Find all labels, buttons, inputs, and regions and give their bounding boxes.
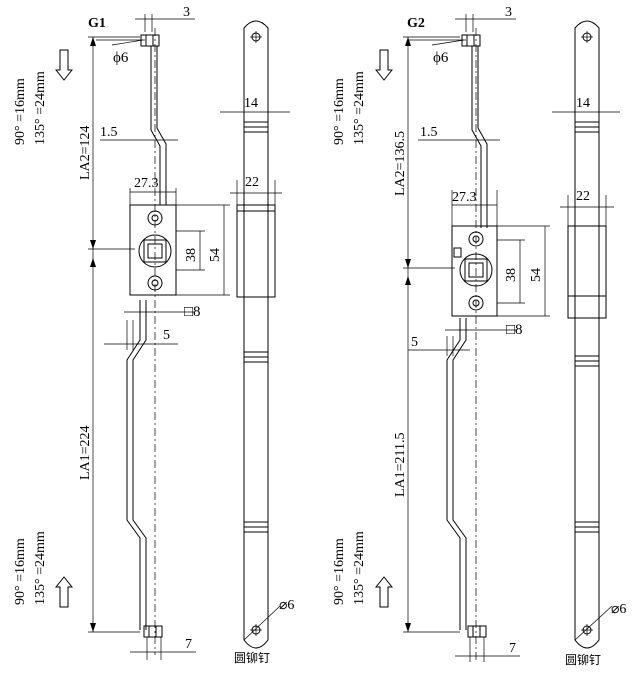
g2-dim-38-label: 38 [504,268,519,282]
g2-dim-offset: 1.5 [418,125,500,141]
g1-arrow-down-icon [54,49,74,81]
g2-dim-la1: LA1=211.5 [393,268,460,633]
g2-side-14-label: 14 [576,96,590,111]
g1-dim-bottom-label: 7 [185,637,192,652]
g1-angle-top-1: 90° =16mm [13,78,28,145]
g2-dim-width-label: 27.3 [452,190,477,205]
g1-side-view: 14 22 ⌀6 圆铆钉 [220,20,294,665]
g1-dim-la1-label: LA1=224 [78,425,93,480]
g1-angle-top-2: 135° =24mm [33,71,48,145]
g1-top-stud: ϕ6 [96,34,160,66]
variant-g1: G1 3 ϕ6 90° =16mm 135° =24mm [13,5,294,665]
g2-side-view: 14 22 ⌀6 圆铆钉 [552,20,626,667]
g2-dim-square: □8 5 [408,322,523,356]
g2-arrow-down-icon [374,49,394,81]
g2-dim-5-label: 5 [411,335,418,350]
g1-dim-square: □8 5 [104,304,201,350]
g1-dim-hole-label: ϕ6 [113,50,129,66]
g1-dim-width-label: 27.3 [134,176,159,191]
g2-dim-hole-label: ϕ6 [433,50,449,66]
g2-dim-offset-label: 1.5 [420,125,438,140]
g1-angle-bot-2: 135° =24mm [33,531,48,605]
g2-dim-54-label: 54 [529,268,544,282]
g2-dim-bottom-label: 7 [509,641,516,656]
g2-bottom-stud: 7 [455,625,520,662]
g2-title: G2 [407,16,425,31]
g2-rod [446,28,488,660]
g1-title: G1 [88,16,106,31]
g1-angle-bot-1: 90° =16mm [13,538,28,605]
g2-side-22-label: 22 [576,189,590,204]
g2-arrow-up-icon [374,576,394,608]
g2-angle-bottom: 90° =16mm 135° =24mm [332,531,394,608]
variant-g2: G2 3 ϕ6 90° =16mm 135° =24mm [332,5,626,667]
g2-angle-top-1: 90° =16mm [332,78,347,145]
g1-dim-offset-label: 1.5 [100,125,118,140]
g2-angle-bot-1: 90° =16mm [332,538,347,605]
g2-top-stud: ϕ6 [408,34,481,66]
g2-dim-la2-label: LA2=136.5 [393,131,408,196]
g1-dim-offset: 1.5 [100,125,178,141]
g1-dim-la1: LA1=224 [78,250,140,633]
g1-arrow-up-icon [54,576,74,608]
g1-side-hole-label: ⌀6 [279,598,294,613]
g2-dim-top-label: 3 [505,5,512,20]
g2-dim-width: 27.3 [451,190,498,226]
g1-dim-top-label: 3 [183,5,190,20]
g2-dim-square-label: □8 [506,322,523,338]
g1-dim-square-label: □8 [184,304,201,320]
g2-lock-body [451,225,498,317]
g1-lock-body [129,204,177,296]
g2-angle-top-2: 135° =24mm [352,71,367,145]
g2-angle-bot-2: 135° =24mm [352,531,367,605]
g1-angle-top: 90° =16mm 135° =24mm [13,49,74,145]
g1-dim-38-label: 38 [184,248,199,262]
g1-dim-la2: LA2=124 [78,36,140,250]
g1-rod [126,28,167,655]
g1-bottom-stud: 7 [130,625,196,660]
g1-side-22-label: 22 [245,175,259,190]
g1-dim-la2-label: LA2=124 [78,125,93,180]
g1-rivet-label: 圆铆钉 [234,650,270,665]
g2-dim-la1-label: LA1=211.5 [393,432,408,497]
g1-dim-54-label: 54 [208,248,223,262]
g1-side-14-label: 14 [244,96,258,111]
g2-dim-la2: LA2=136.5 [393,36,460,269]
g2-angle-top: 90° =16mm 135° =24mm [332,49,394,145]
g1-dim-height: 38 54 [176,204,230,296]
g2-side-hole-label: ⌀6 [611,602,626,617]
g2-rivet-label: 圆铆钉 [565,652,601,667]
g1-dim-top: 3 [135,5,195,32]
g2-dim-top: 3 [455,5,516,32]
g2-dim-height: 38 54 [497,225,550,317]
g1-dim-5-label: 5 [163,328,170,343]
g1-angle-bottom: 90° =16mm 135° =24mm [13,531,74,608]
